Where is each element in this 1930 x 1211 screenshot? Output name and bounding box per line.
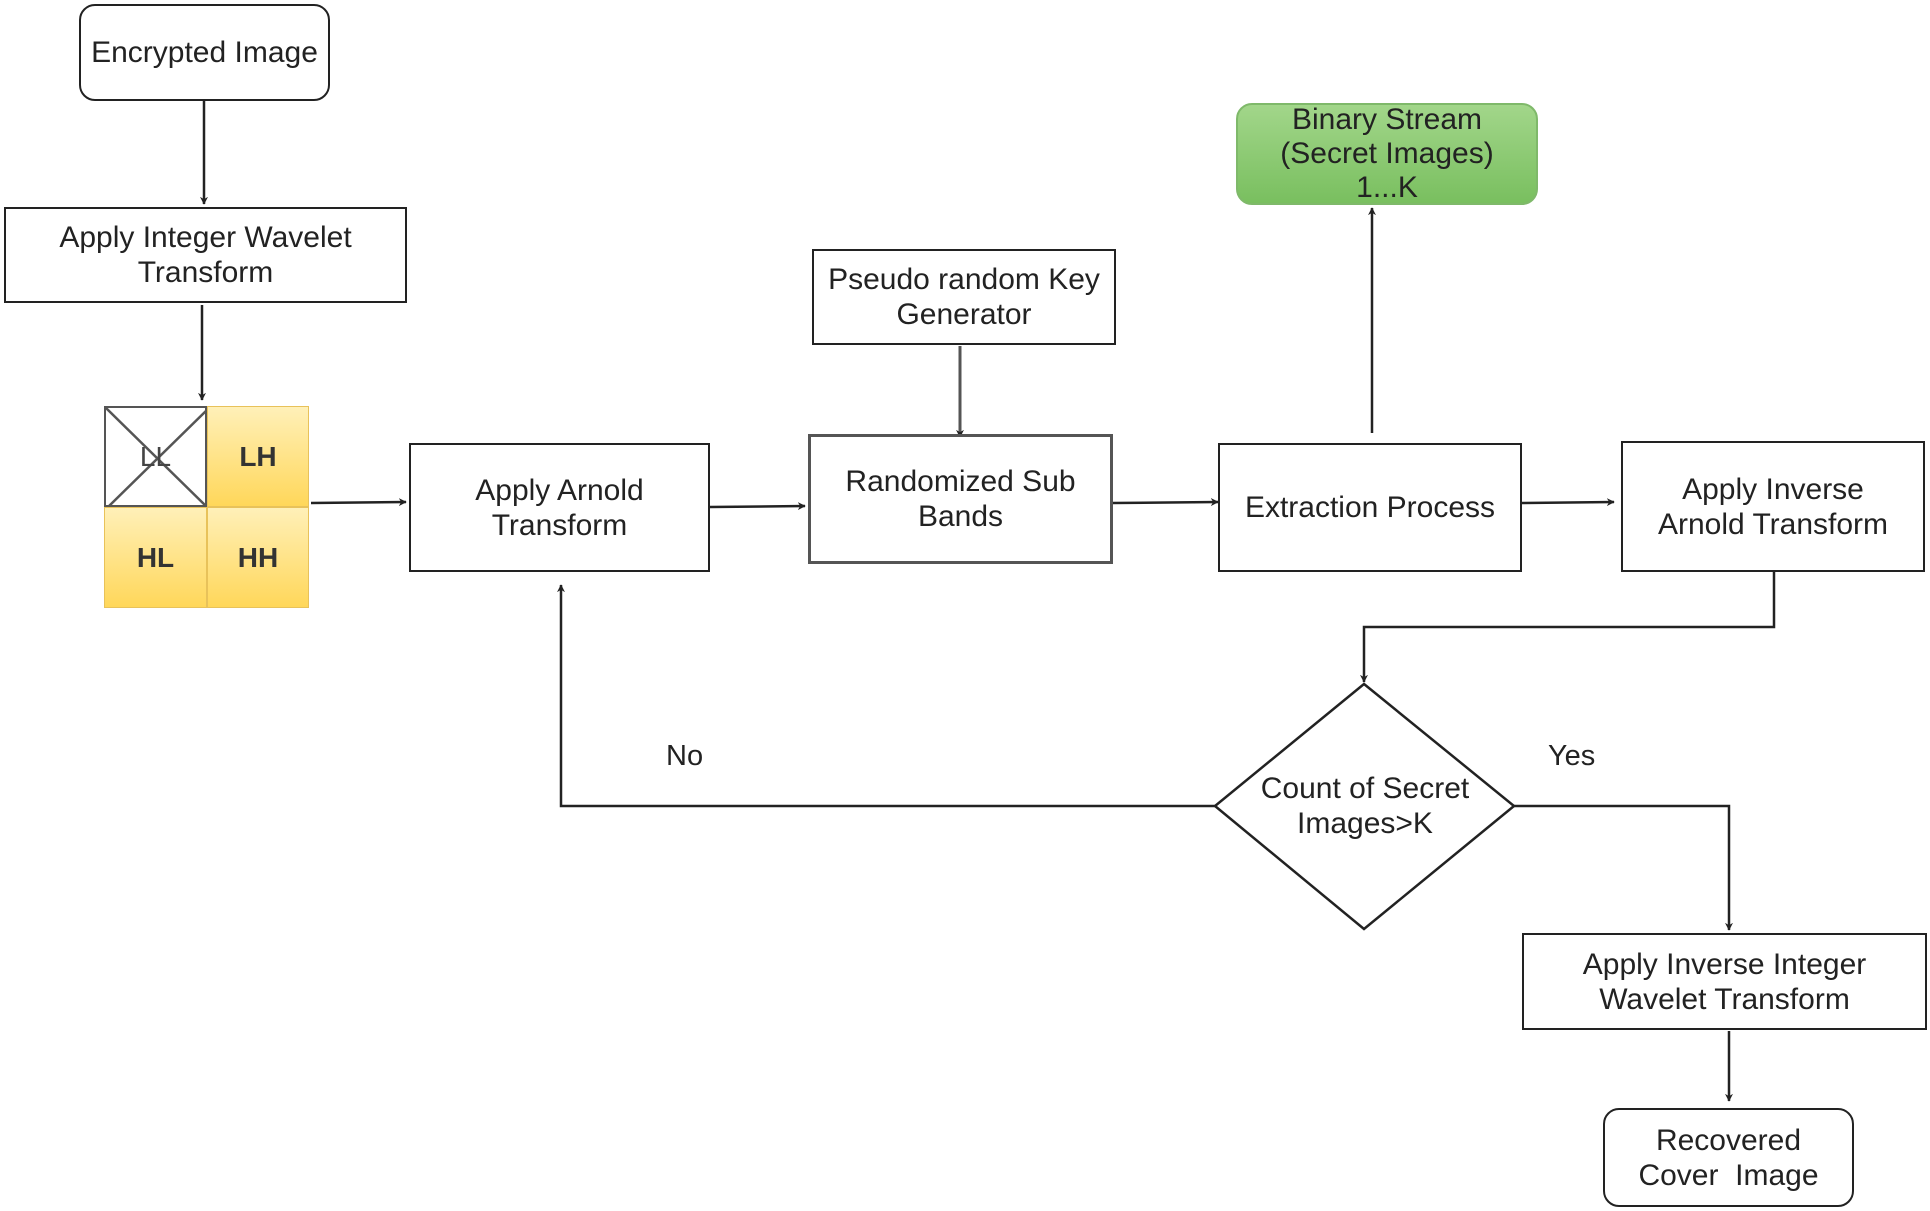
extraction-process-label: Extraction Process <box>1244 491 1496 524</box>
crossed-out-icon <box>106 408 209 509</box>
edge-extraction-to-inverse-arnold <box>1520 498 1615 507</box>
apply-inverse-integer-wavelet-label-line1: Apply Inverse Integer <box>1582 947 1867 981</box>
apply-integer-wavelet-label-line2: Transform <box>137 256 274 289</box>
edge-decision-yes-to-inverse-iwt <box>1513 804 1733 931</box>
subband-hl-label: HL <box>136 541 175 573</box>
prng-node: Pseudo random Key Generator <box>812 249 1116 345</box>
recovered-cover-image-label-line2: Cover Image <box>1638 1158 1819 1192</box>
apply-inverse-arnold-label-line2: Arnold Transform <box>1657 507 1889 541</box>
subband-ll: LL <box>104 406 209 509</box>
apply-arnold-label-line2: Transform <box>491 508 628 542</box>
decision-diamond <box>1213 682 1516 931</box>
subband-lh-label: LH <box>239 440 277 472</box>
extraction-process-node: Extraction Process <box>1218 443 1522 572</box>
prng-label-line2: Generator <box>896 298 1032 331</box>
subband-grid: LL LH HL HH <box>104 406 309 608</box>
randomized-sub-bands-label-line2: Bands <box>917 500 1004 533</box>
randomized-sub-bands-label-line1: Randomized Sub <box>845 465 1076 498</box>
binary-stream-node: Binary Stream (Secret Images) 1...K <box>1236 103 1538 205</box>
encrypted-image-label: Encrypted Image <box>91 36 318 69</box>
apply-inverse-arnold-label-line1: Apply Inverse <box>1682 472 1864 506</box>
decision-label-line1: Count of Secret <box>1260 772 1470 805</box>
edge-label-yes: Yes <box>1548 740 1596 772</box>
apply-arnold-node: Apply Arnold Transform <box>409 443 710 572</box>
subband-hh-label: HH <box>237 541 279 573</box>
randomized-sub-bands-node: Randomized Sub Bands <box>808 434 1113 564</box>
edge-label-no: No <box>666 740 704 772</box>
edge-randomized-to-extraction <box>1112 498 1219 507</box>
subband-hl: HL <box>104 507 207 608</box>
subband-lh: LH <box>207 406 309 507</box>
apply-integer-wavelet-label-line1: Apply Integer Wavelet <box>59 221 352 254</box>
apply-inverse-integer-wavelet-label-line2: Wavelet Transform <box>1599 982 1850 1016</box>
apply-integer-wavelet-node: Apply Integer Wavelet Transform <box>4 207 407 303</box>
binary-stream-label-line1: Binary Stream <box>1291 103 1483 136</box>
edge-decision-no-to-arnold <box>557 584 1216 808</box>
apply-inverse-integer-wavelet-node: Apply Inverse Integer Wavelet Transform <box>1522 933 1927 1030</box>
decision-label: Count of Secret Images>K <box>1224 760 1506 852</box>
binary-stream-label-line3: 1...K <box>1356 171 1418 204</box>
subband-hh: HH <box>207 507 309 608</box>
recovered-cover-image-label-line1: Recovered <box>1655 1123 1802 1157</box>
encrypted-image-node: Encrypted Image <box>79 4 330 101</box>
edge-arnold-to-randomized <box>709 502 806 511</box>
apply-inverse-arnold-node: Apply Inverse Arnold Transform <box>1621 441 1925 572</box>
binary-stream-label-line2: (Secret Images) <box>1280 137 1494 170</box>
edge-subbands-to-arnold <box>310 498 407 507</box>
edge-inverse-arnold-to-decision <box>1360 572 1776 683</box>
subband-ll-label: LL <box>139 440 172 472</box>
prng-label-line1: Pseudo random Key <box>828 263 1100 296</box>
decision-label-line2: Images>K <box>1297 807 1433 840</box>
apply-arnold-label-line1: Apply Arnold <box>475 473 644 507</box>
recovered-cover-image-node: Recovered Cover Image <box>1603 1108 1854 1207</box>
